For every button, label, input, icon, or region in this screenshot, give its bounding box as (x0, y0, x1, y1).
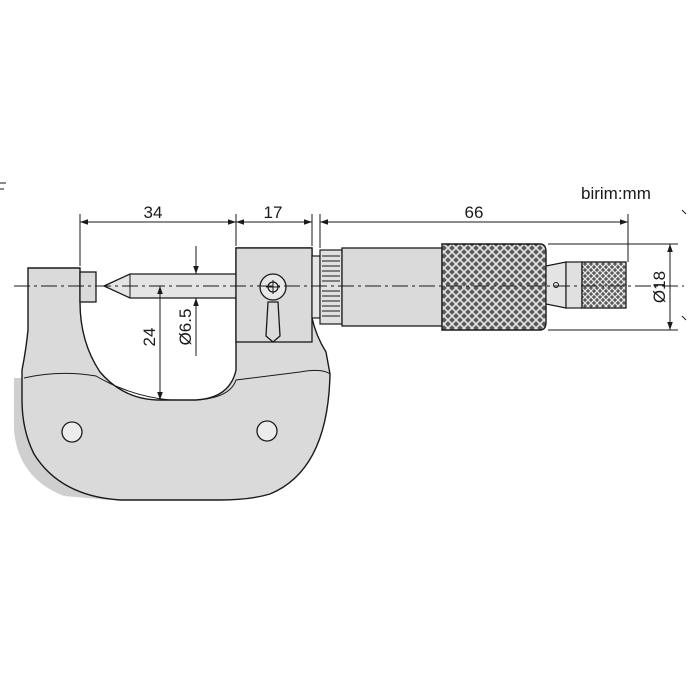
frame-hole-right (256, 420, 278, 442)
dimension-label-d6-5: Ø6.5 (176, 309, 195, 346)
anvil (79, 271, 97, 303)
dimension-d18: Ø18 (548, 243, 678, 331)
knurled-grip (441, 243, 547, 331)
dimension-label-24: 24 (140, 328, 159, 347)
frame-plate-outline (23, 369, 331, 401)
thimble-ticks (322, 255, 340, 317)
dimension-24: 24 (140, 286, 163, 400)
dimension-label-66: 66 (465, 203, 484, 222)
thimble-scale (311, 247, 443, 327)
dimension-label-d18: Ø18 (650, 271, 669, 303)
dimension-label-34: 34 (144, 203, 163, 222)
unit-label: birim:mm (581, 184, 651, 203)
lock-screw (259, 273, 287, 301)
frame-hole-left (61, 421, 83, 443)
dimension-17: 17 (236, 203, 313, 246)
lock-lever (265, 301, 281, 343)
dimension-66: 66 (319, 203, 629, 262)
dimension-label-17: 17 (264, 203, 283, 222)
edge-mark (0, 182, 6, 190)
ratchet (545, 261, 627, 309)
edge-tick-right (681, 209, 687, 321)
dimension-34: 34 (79, 203, 237, 266)
dimension-d6-5: Ø6.5 (176, 246, 199, 356)
